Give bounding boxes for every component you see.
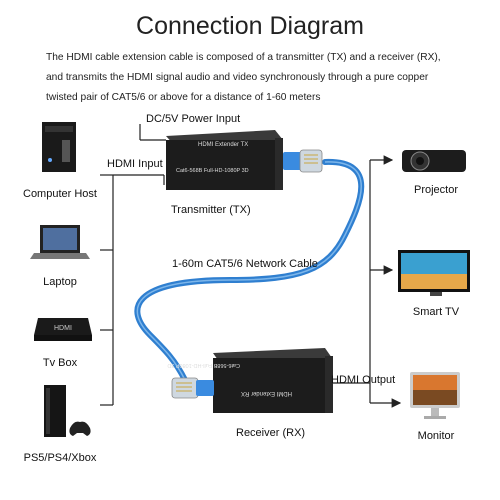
hdmi-input-label: HDMI Input [107,158,163,170]
hdmi-output-label: HDMI Output [331,374,396,386]
computer-host-icon [42,122,76,172]
transmitter-device: HDMI Extender TX Cat6-568B Full-HD-1080P… [166,130,283,190]
tv-box-logo: HDMI [54,325,72,332]
description-line-1: The HDMI cable extension cable is compos… [46,52,441,63]
tx-rj45-connector [283,149,323,173]
display-wires [330,155,402,408]
rx-front-text: Cat6-568B Full-HD-1080P 3D [167,362,240,368]
tx-top-text: HDMI Extender TX [198,142,248,148]
display-label-smart-tv: Smart TV [412,306,460,318]
description-line-2: and transmits the HDMI signal audio and … [46,72,429,83]
source-label-computer-host: Computer Host [23,188,97,200]
description: The HDMI cable extension cable is compos… [46,48,476,108]
description-line-3: twisted pair of CAT5/6 or above for a di… [46,92,321,103]
diagram-title: Connection Diagram [136,12,364,40]
rx-top-text: HDMI Extender RX [241,390,292,396]
tv-box-icon: HDMI [34,318,92,341]
source-label-game-console: PS5/PS4/Xbox [23,452,97,464]
smart-tv-icon [398,250,470,296]
network-cable [134,158,365,383]
receiver-label: Receiver (RX) [236,427,306,439]
projector-icon [402,150,466,172]
display-label-projector: Projector [413,184,459,196]
display-label-monitor: Monitor [417,430,455,442]
monitor-icon [410,372,460,419]
network-cable-label: 1-60m CAT5/6 Network Cable [172,258,318,270]
source-wires [100,174,165,406]
rx-rj45-connector [171,377,214,399]
power-wire [139,124,166,141]
source-label-laptop: Laptop [43,276,77,288]
laptop-icon [30,225,90,259]
tx-front-text: Cat6-568B Full-HD-1080P 3D [176,168,249,174]
transmitter-label: Transmitter (TX) [171,204,251,216]
power-input-label: DC/5V Power Input [146,113,241,125]
source-label-tv-box: Tv Box [42,357,78,369]
game-console-icon [44,385,91,437]
receiver-device: Cat6-568B Full-HD-1080P 3D HDMI Extender… [167,348,333,413]
